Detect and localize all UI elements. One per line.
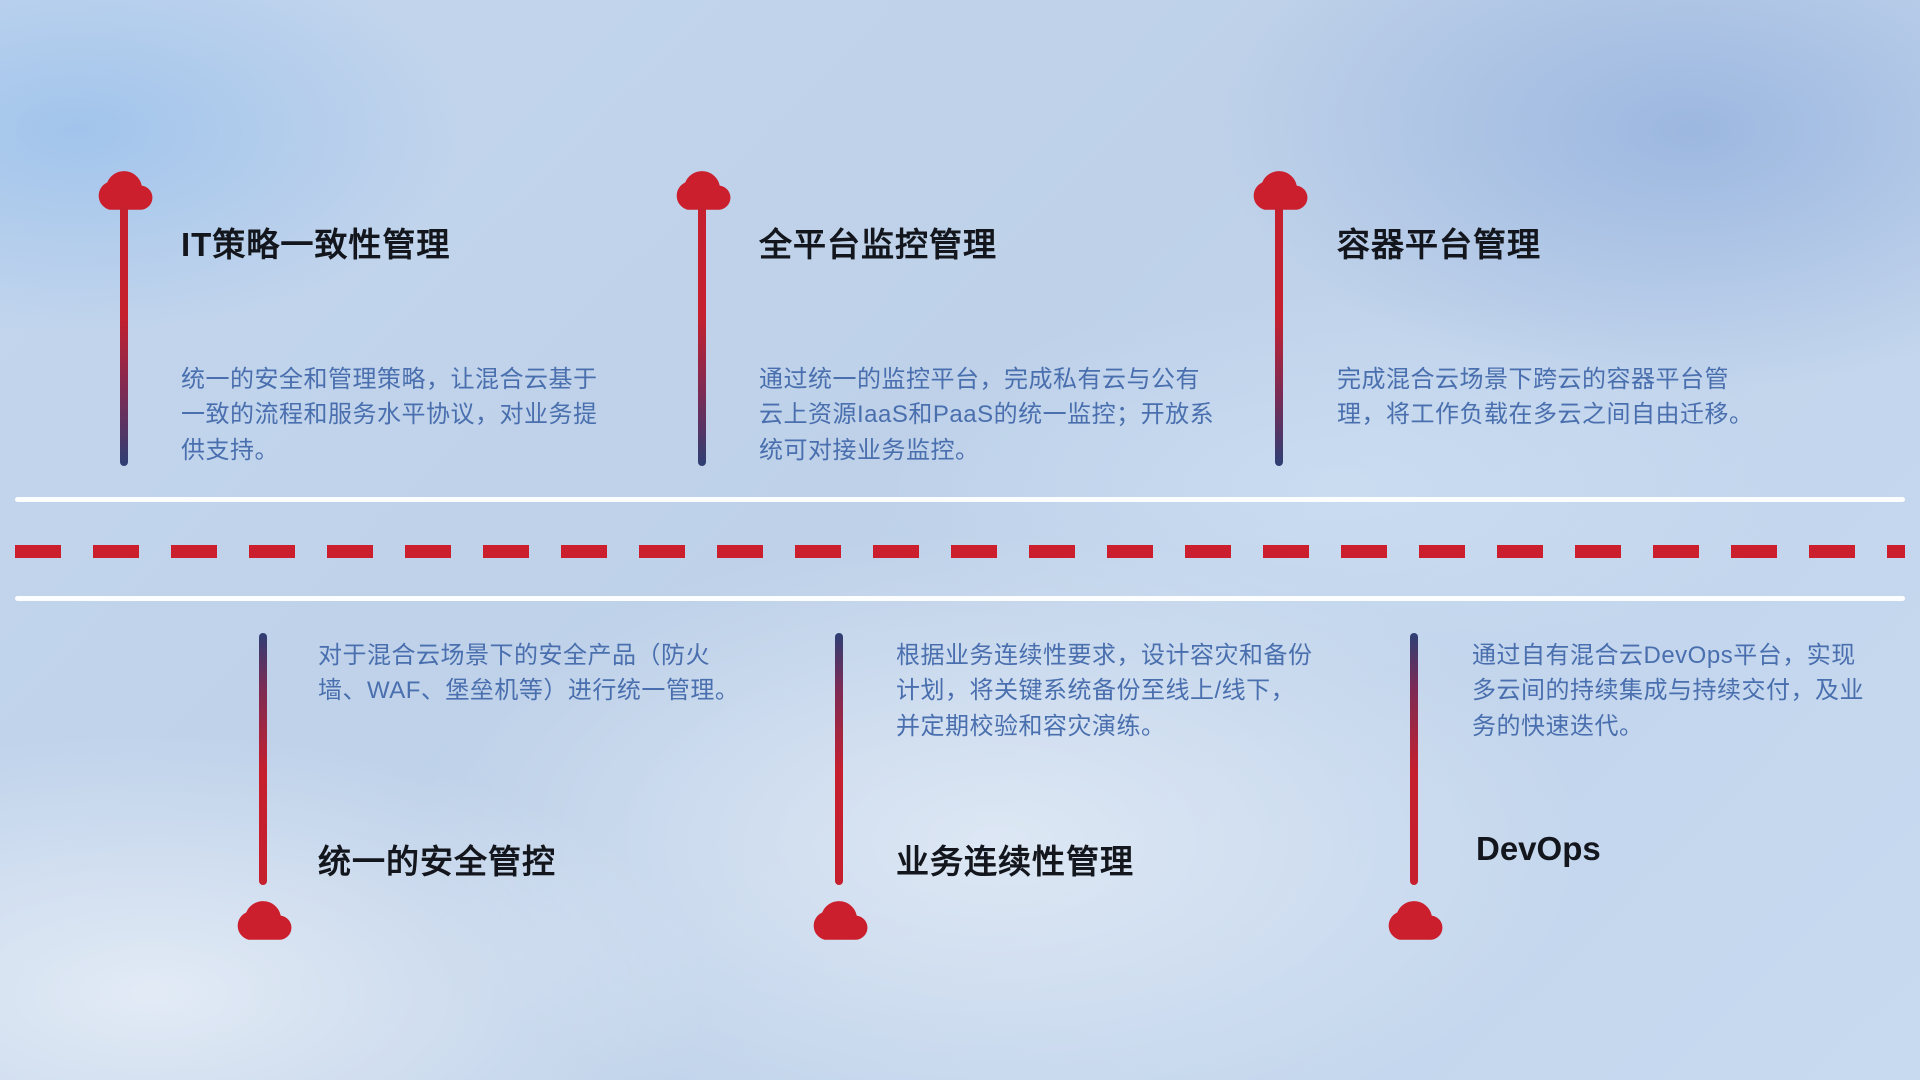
item-description: 完成混合云场景下跨云的容器平台管理，将工作负载在多云之间自由迁移。	[1337, 366, 1754, 429]
road-dashed-line	[15, 545, 1905, 558]
item-description: 通过自有混合云DevOps平台，实现多云间的持续集成与持续交付，及业务的快速迭代…	[1472, 642, 1864, 740]
item-description: 对于混合云场景下的安全产品（防火墙、WAF、堡垒机等）进行统一管理。	[318, 642, 740, 705]
connector-line	[698, 206, 706, 466]
connector-line	[259, 633, 267, 885]
road-line-bottom	[15, 596, 1905, 601]
cloud-icon	[673, 166, 731, 210]
connector-line	[1410, 633, 1418, 885]
item-title: 业务连续性管理	[896, 843, 1134, 880]
cloud-icon	[810, 896, 868, 940]
item-title: DevOps	[1476, 830, 1601, 867]
item-description: 统一的安全和管理策略，让混合云基于一致的流程和服务水平协议，对业务提供支持。	[181, 366, 598, 464]
item-title: IT策略一致性管理	[181, 226, 451, 263]
item-title: 全平台监控管理	[759, 226, 997, 263]
cloud-icon	[95, 166, 153, 210]
item-title: 统一的安全管控	[318, 843, 556, 880]
cloud-icon	[1385, 896, 1443, 940]
item-description: 根据业务连续性要求，设计容灾和备份计划，将关键系统备份至线上/线下，并定期校验和…	[896, 642, 1313, 740]
connector-line	[835, 633, 843, 885]
cloud-icon	[234, 896, 292, 940]
road-line-top	[15, 497, 1905, 502]
cloud-icon	[1250, 166, 1308, 210]
item-title: 容器平台管理	[1337, 226, 1541, 263]
item-description: 通过统一的监控平台，完成私有云与公有云上资源IaaS和PaaS的统一监控；开放系…	[759, 366, 1215, 464]
connector-line	[1275, 206, 1283, 466]
connector-line	[120, 206, 128, 466]
